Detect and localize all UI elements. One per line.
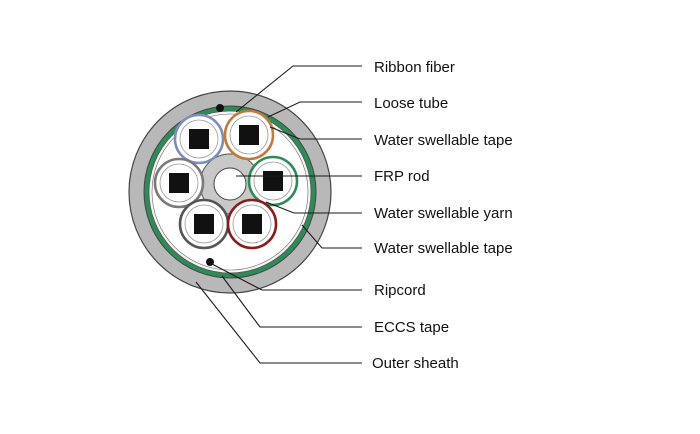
loose-tube-top-right bbox=[223, 109, 275, 161]
leader-water-swellable-tape-inner bbox=[269, 126, 362, 140]
leader-ribbon-fiber bbox=[235, 65, 362, 113]
label-water-swellable-tape-outer: Water swellable tape bbox=[374, 240, 513, 257]
ribbon-fiber-stack bbox=[194, 214, 214, 234]
label-water-swellable-yarn: Water swellable yarn bbox=[374, 205, 513, 222]
loose-tube-right bbox=[247, 155, 299, 207]
ribbon-fiber-stack bbox=[263, 171, 283, 191]
label-frp-rod: FRP rod bbox=[374, 168, 430, 185]
ribbon-fiber-stack bbox=[169, 173, 189, 193]
leader-eccs-tape bbox=[221, 275, 362, 328]
label-loose-tube: Loose tube bbox=[374, 95, 448, 112]
loose-tube-left bbox=[153, 157, 205, 209]
loose-tube-top-left bbox=[173, 113, 225, 165]
label-ribbon-fiber: Ribbon fiber bbox=[374, 59, 455, 76]
label-ripcord: Ripcord bbox=[374, 282, 426, 299]
leader-outer-sheath bbox=[195, 281, 362, 364]
leader-water-swellable-tape-outer bbox=[301, 224, 362, 249]
loose-tube-bottom-right bbox=[226, 198, 278, 250]
label-outer-sheath: Outer sheath bbox=[372, 355, 459, 372]
leader-ripcord bbox=[211, 263, 362, 291]
ribbon-fiber-stack bbox=[189, 129, 209, 149]
label-eccs-tape: ECCS tape bbox=[374, 319, 449, 336]
loose-tube-bottom-left bbox=[178, 198, 230, 250]
leader-water-swellable-yarn bbox=[265, 201, 362, 214]
ripcord-top bbox=[216, 104, 224, 112]
frp-rod-core bbox=[213, 167, 247, 201]
ribbon-fiber-stack bbox=[239, 125, 259, 145]
ribbon-fiber-stack bbox=[242, 214, 262, 234]
label-water-swellable-tape-inner: Water swellable tape bbox=[374, 132, 513, 149]
leader-loose-tube bbox=[267, 101, 362, 118]
